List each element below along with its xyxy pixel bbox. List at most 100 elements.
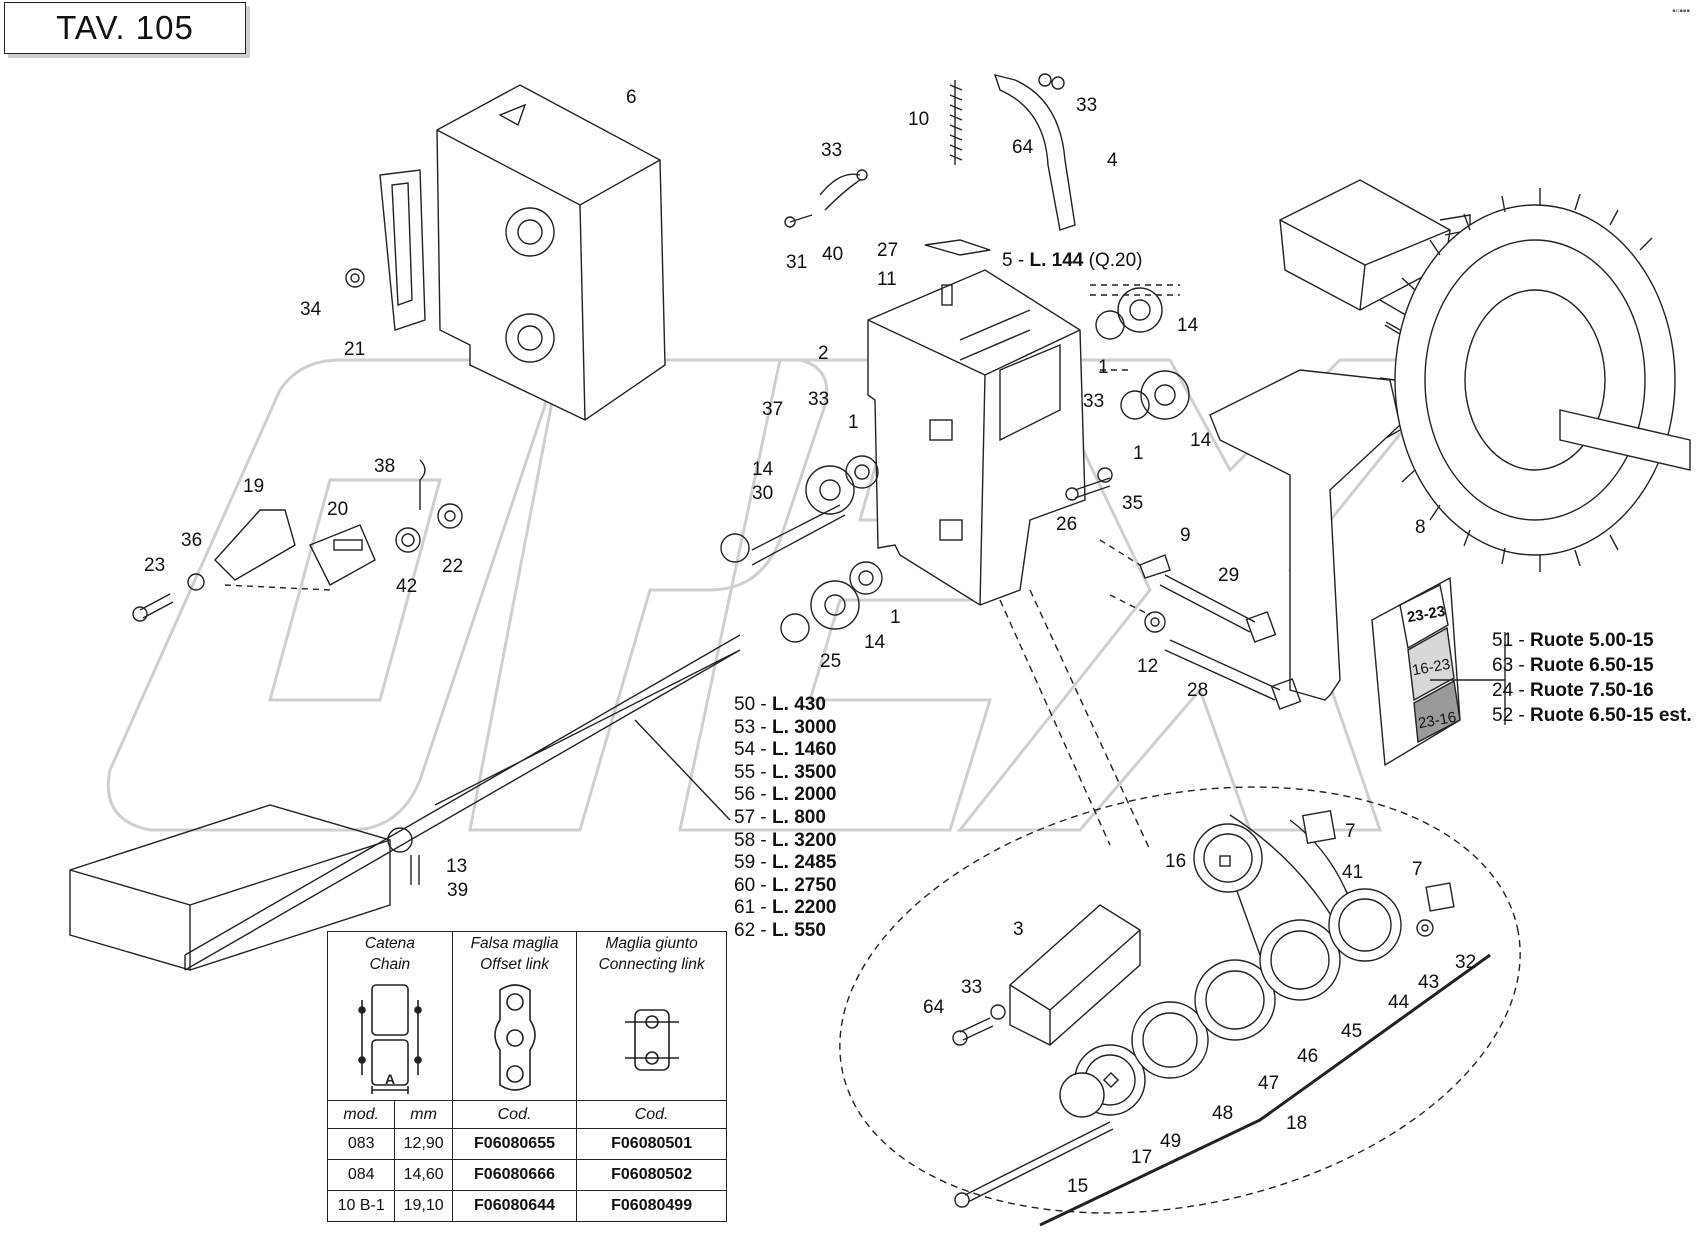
- rod-15: [964, 1121, 1114, 1203]
- callout-44: 44: [1388, 992, 1410, 1013]
- bolt-29: [1159, 574, 1256, 633]
- callout-33: 33: [1076, 95, 1098, 116]
- callout-45: 45: [1341, 1021, 1363, 1042]
- table-cell: F06080644: [451, 1190, 578, 1222]
- callout-9: 9: [1180, 525, 1191, 546]
- wheel-row: 63 - Ruote 6.50-15: [1492, 655, 1654, 676]
- chain-40: [819, 173, 861, 211]
- table-cell: F06080502: [576, 1159, 727, 1191]
- callout-33: 33: [1083, 391, 1105, 412]
- callout-25: 25: [820, 651, 842, 672]
- table-row: 084 14,60 F06080666 F06080502: [326, 1159, 727, 1191]
- housing-2: [867, 269, 1086, 606]
- spring-10: [949, 80, 963, 165]
- callout-21: 21: [344, 339, 366, 360]
- table-row: 083 12,90 F06080655 F06080501: [326, 1128, 727, 1160]
- column-header: mod.: [326, 1100, 396, 1129]
- callout-64: 64: [923, 997, 945, 1018]
- column-header: mm: [394, 1100, 453, 1129]
- callout-15: 15: [1067, 1176, 1089, 1197]
- offset-link-header-it: Falsa maglia: [470, 935, 559, 952]
- table-row: 10 B-1 19,10 F06080644 F06080499: [326, 1190, 727, 1222]
- callout-47: 47: [1258, 1073, 1280, 1094]
- callout-28: 28: [1187, 680, 1209, 701]
- callout-32: 32: [1455, 952, 1477, 973]
- callout-33: 33: [961, 977, 983, 998]
- side-cover-8: [1209, 369, 1401, 701]
- callout-11: 11: [877, 269, 897, 290]
- callout-31: 31: [786, 252, 808, 273]
- callout-18: 18: [1286, 1113, 1308, 1134]
- callout-8: 8: [1415, 517, 1426, 538]
- length-row: 56 - L. 2000: [734, 784, 837, 806]
- callout-23: 23: [144, 555, 166, 576]
- callout-1: 1: [1133, 443, 1144, 464]
- bracket-21: [379, 169, 426, 331]
- offset-link-header-cell: Falsa maglia Offset link: [451, 931, 578, 1101]
- callout-2: 2: [818, 343, 829, 364]
- table-cell: 12,90: [394, 1128, 453, 1160]
- callout-1: 1: [890, 607, 901, 628]
- callout-43: 43: [1418, 972, 1440, 993]
- callout-37: 37: [762, 399, 784, 420]
- callout-39: 39: [447, 880, 469, 901]
- callout-41: 41: [1342, 862, 1364, 883]
- callout-27: 27: [877, 240, 899, 261]
- callout-40: 40: [822, 244, 844, 265]
- chain-header-it: Catena: [364, 935, 415, 952]
- connecting-link-header-cell: Maglia giunto Connecting link: [576, 931, 727, 1101]
- offset-link-icon: [493, 984, 536, 1091]
- connecting-link-header-it: Maglia giunto: [605, 935, 698, 952]
- table-cell: F06080655: [451, 1128, 578, 1160]
- bracket-19: [214, 509, 296, 581]
- connecting-link-header-en: Connecting link: [598, 956, 705, 973]
- table-cell: F06080499: [576, 1190, 727, 1222]
- chain-table: Catena Chain A Falsa maglia Offset link: [326, 931, 727, 1222]
- length-row: 61 - L. 2200: [734, 897, 837, 919]
- callout-14: 14: [1190, 430, 1212, 451]
- table-cell: 10 B-1: [326, 1190, 396, 1222]
- sprocket-stack: [1059, 823, 1402, 1118]
- callout-5: 5 - L. 144 (Q.20): [1002, 250, 1143, 271]
- callout-12: 12: [1137, 656, 1159, 677]
- length-row: 59 - L. 2485: [734, 852, 837, 874]
- detail-ellipse: [839, 786, 1521, 1214]
- gearbox-cover: [436, 84, 666, 421]
- callout-16: 16: [1165, 851, 1187, 872]
- callout-1: 1: [848, 412, 859, 433]
- shaft-length-list: 50 - L. 430 53 - L. 3000 54 - L. 1460 55…: [734, 694, 836, 943]
- offset-link-header-en: Offset link: [480, 956, 549, 973]
- callout-48: 48: [1212, 1103, 1234, 1124]
- knob-27: [924, 239, 991, 256]
- callout-38: 38: [374, 456, 396, 477]
- callout-3: 3: [1013, 919, 1024, 940]
- table-cell: 14,60: [394, 1159, 453, 1191]
- wheel-variant-list: 51 - Ruote 5.00-15 63 - Ruote 6.50-15 24…: [1492, 628, 1692, 728]
- length-row: 53 - L. 3000: [734, 716, 837, 738]
- length-row: 50 - L. 430: [734, 694, 826, 715]
- table-cell: F06080666: [451, 1159, 578, 1191]
- connecting-link-icon: [624, 1009, 679, 1071]
- length-row: 58 - L. 3200: [734, 829, 837, 851]
- callout-14: 14: [1177, 315, 1199, 336]
- bracket-3: [1009, 904, 1141, 1046]
- callout-17: 17: [1131, 1147, 1153, 1168]
- length-row: 60 - L. 2750: [734, 874, 837, 896]
- column-header: Cod.: [451, 1100, 578, 1129]
- wheel-row: 24 - Ruote 7.50-16: [1492, 680, 1654, 701]
- tractor-wheel: [1379, 188, 1676, 572]
- length-row: 54 - L. 1460: [734, 739, 837, 761]
- table-cell: 084: [326, 1159, 396, 1191]
- callout-6: 6: [626, 87, 637, 108]
- wheel-row: 52 - Ruote 6.50-15 est.: [1492, 705, 1692, 726]
- callout-30: 30: [752, 483, 774, 504]
- callout-34: 34: [300, 299, 322, 320]
- callout-29: 29: [1218, 565, 1240, 586]
- corner-mark: ▪▫▪▪▪: [1672, 6, 1690, 17]
- callout-35: 35: [1122, 493, 1144, 514]
- callout-13: 13: [446, 856, 468, 877]
- chain-header-cell: Catena Chain A: [327, 931, 453, 1101]
- drawing-number: TAV. 105: [4, 2, 246, 54]
